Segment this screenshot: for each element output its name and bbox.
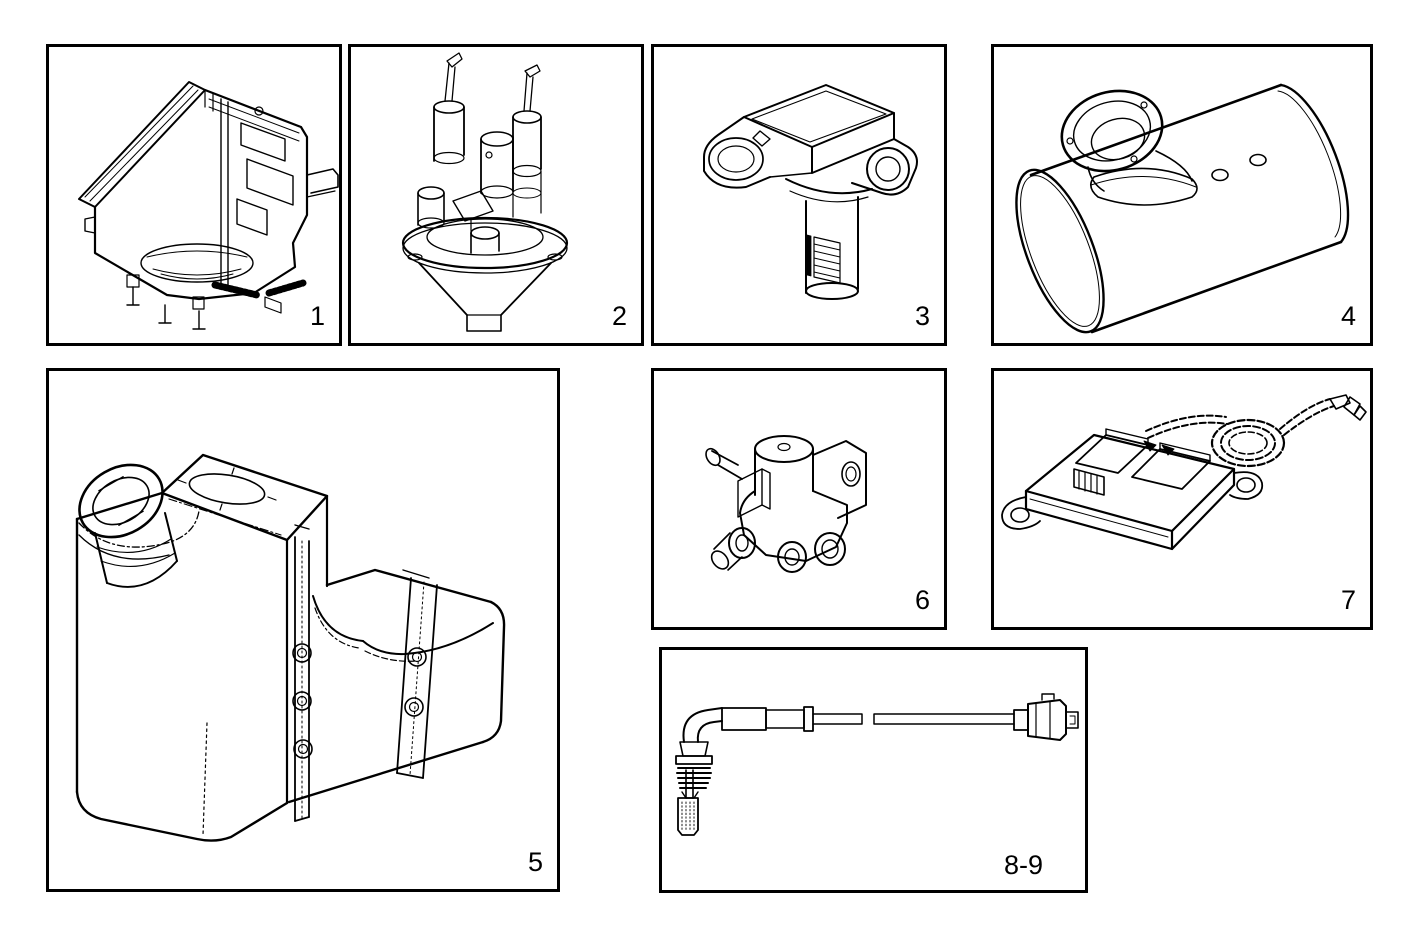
part-number-label: 5 xyxy=(527,847,543,877)
part-panel-8-9: 8-9 xyxy=(659,647,1088,893)
part-panel-5: 5 xyxy=(46,368,560,892)
part-number-label: 2 xyxy=(611,301,627,331)
cylindrical-silencer-drawing xyxy=(1015,83,1350,334)
part-number-label: 3 xyxy=(914,301,930,331)
pump-unit-with-funnel-drawing xyxy=(401,52,569,332)
part-number-label: 7 xyxy=(1340,585,1356,615)
part-number-label: 6 xyxy=(914,585,930,615)
part-panel-6: 6 xyxy=(651,368,947,630)
fluid-tank-drawing xyxy=(75,453,506,842)
part-number-label: 4 xyxy=(1340,301,1356,331)
part-panel-3: 3 xyxy=(651,44,947,346)
control-unit-assembly-drawing xyxy=(78,81,339,330)
part-number-label: 1 xyxy=(309,301,325,331)
part-panel-7: 7 xyxy=(991,368,1373,630)
part-panel-2: 2 xyxy=(348,44,644,346)
part-panel-1: 1 xyxy=(46,44,342,346)
valve-drawing xyxy=(705,435,867,573)
part-number-label: 8-9 xyxy=(1003,850,1043,880)
temperature-sensor-lead-drawing xyxy=(675,693,1079,836)
sensor-with-connector-drawing xyxy=(703,84,918,300)
control-module-with-cable-drawing xyxy=(1001,394,1367,551)
part-panel-4: 4 xyxy=(991,44,1373,346)
